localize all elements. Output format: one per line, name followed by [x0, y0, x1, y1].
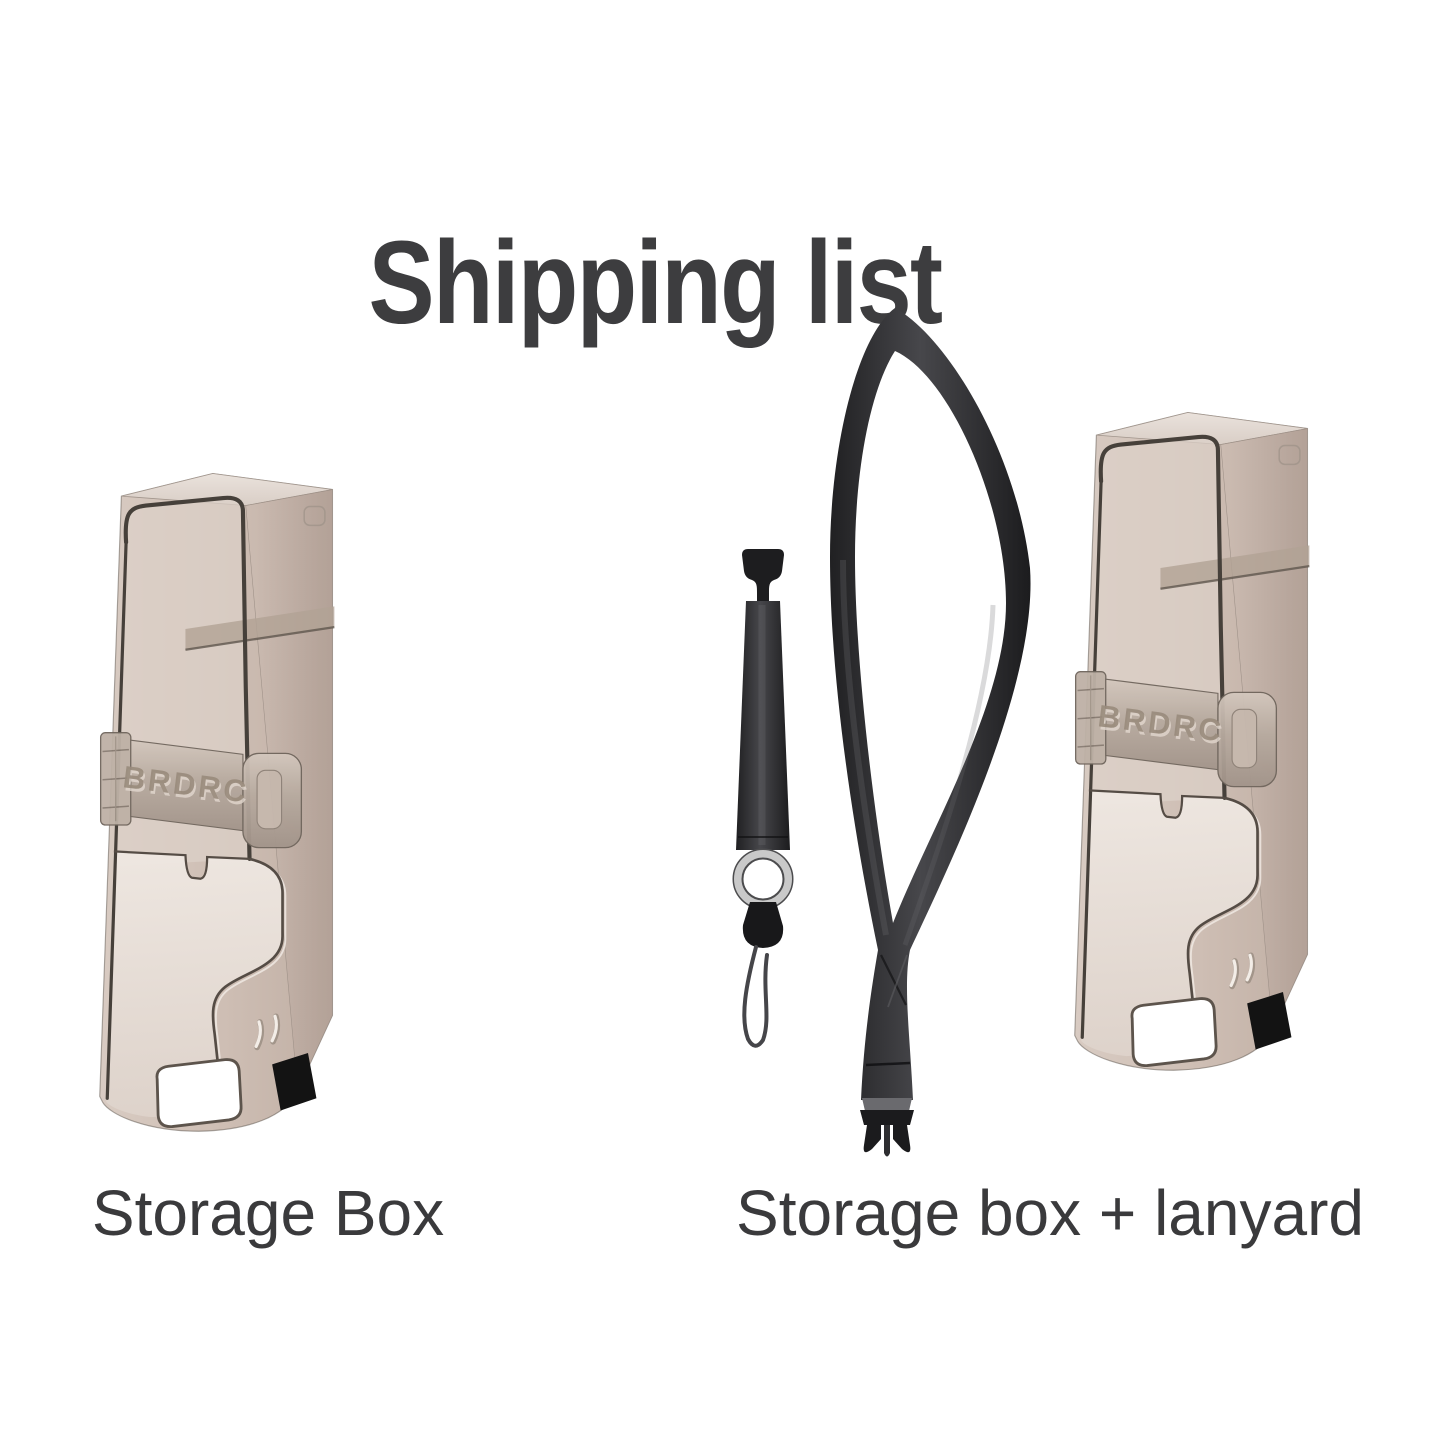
box-shelf [185, 606, 335, 650]
box-corner-detail [1278, 444, 1301, 466]
box-corner-detail [303, 505, 326, 527]
box-bottom-slot [155, 1058, 243, 1128]
strap-toggle [742, 549, 784, 601]
box-clip: BRDRC BRDRC [99, 731, 303, 849]
cord-lock [742, 902, 784, 948]
lanyard-short-strap [732, 549, 794, 1048]
box-scratch-mark [254, 1020, 262, 1049]
lanyard-neck-loop [830, 308, 1031, 1100]
box-black-latch [1247, 992, 1292, 1050]
box-shelf [1160, 545, 1310, 589]
storage-box-illustration: BRDRC BRDRC [1074, 411, 1310, 1071]
strap-ring [734, 850, 792, 908]
buckle-prong-right [893, 1125, 911, 1153]
box-inner-compartment [106, 851, 284, 1118]
box-bottom-slot [1130, 997, 1218, 1067]
box-scratch-mark [1229, 959, 1237, 988]
storage-box-left: BRDRC BRDRC [95, 433, 340, 1168]
storage-box-illustration: BRDRC BRDRC [99, 472, 335, 1132]
strap-crossing [880, 954, 907, 1006]
page-title: Shipping list [368, 217, 944, 350]
box-cutout-edge [211, 857, 284, 1070]
buckle-prong-left [863, 1125, 881, 1153]
box-lid-seam [1098, 434, 1227, 800]
strap-fold-line [865, 1061, 911, 1067]
box-notch-edge [113, 850, 250, 880]
storage-box-right: BRDRC BRDRC [1070, 372, 1315, 1107]
strap-webbing [736, 601, 790, 850]
lanyard-buckle [860, 1098, 914, 1157]
box-clip: BRDRC BRDRC [1074, 670, 1278, 788]
caption-storage-box-lanyard: Storage box + lanyard [736, 1177, 1364, 1249]
lanyard [700, 305, 1060, 1165]
box-lid-seam [123, 495, 252, 861]
caption-storage-box: Storage Box [91, 1177, 445, 1249]
box-notch-edge [1088, 789, 1225, 819]
box-black-latch [272, 1053, 317, 1111]
box-cutout-edge [1186, 796, 1259, 1009]
cord-loop [742, 945, 769, 1048]
clip-hook-slot [256, 769, 283, 830]
buckle-center-prong [884, 1125, 890, 1157]
lanyard-illustration [732, 308, 1031, 1157]
clip-hook-slot [1231, 708, 1258, 769]
box-inner-compartment [1081, 790, 1259, 1057]
